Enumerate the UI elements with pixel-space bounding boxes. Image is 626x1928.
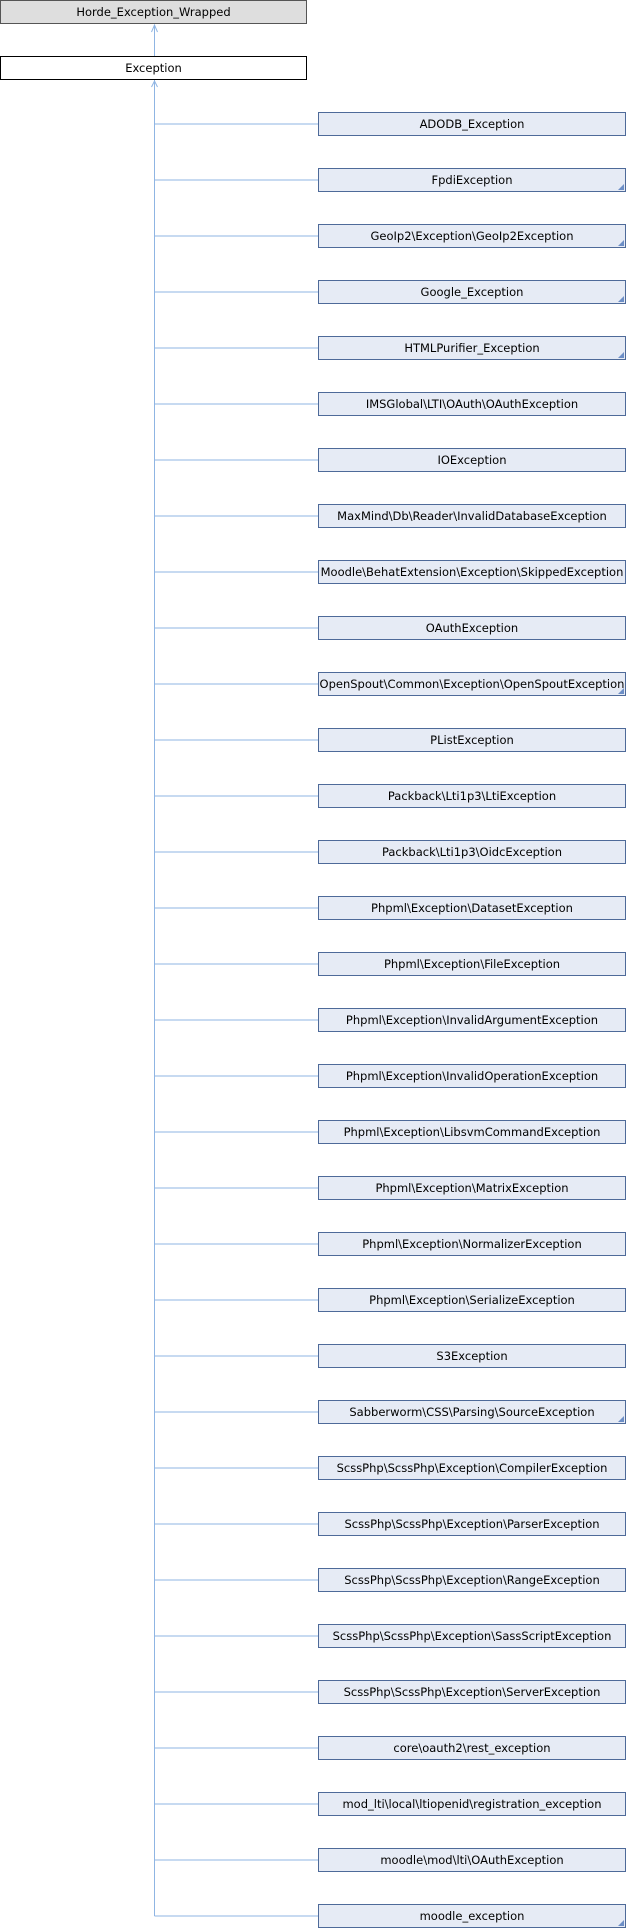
ancestor-class-box[interactable]: Horde_Exception_Wrapped	[0, 0, 307, 24]
derived-class-box[interactable]: MaxMind\Db\Reader\InvalidDatabaseExcepti…	[318, 504, 626, 528]
derived-class-box[interactable]: IOException	[318, 448, 626, 472]
derived-class-box[interactable]: FpdiException	[318, 168, 626, 192]
derived-class-box[interactable]: S3Exception	[318, 1344, 626, 1368]
derived-class-box[interactable]: Phpml\Exception\SerializeException	[318, 1288, 626, 1312]
derived-class-box[interactable]: OAuthException	[318, 616, 626, 640]
derived-class-box[interactable]: PListException	[318, 728, 626, 752]
derived-class-box[interactable]: Moodle\BehatExtension\Exception\SkippedE…	[318, 560, 626, 584]
ancestor-class-label: Horde_Exception_Wrapped	[76, 5, 231, 19]
derived-class-box[interactable]: mod_lti\local\ltiopenid\registration_exc…	[318, 1792, 626, 1816]
derived-class-label: Packback\Lti1p3\LtiException	[387, 789, 557, 803]
derived-class-box[interactable]: ADODB_Exception	[318, 112, 626, 136]
derived-class-label: Phpml\Exception\NormalizerException	[362, 1237, 582, 1251]
derived-class-label: HTMLPurifier_Exception	[404, 341, 540, 355]
derived-class-label: FpdiException	[431, 173, 513, 187]
derived-class-label: IOException	[437, 453, 507, 467]
derived-class-label: Phpml\Exception\SerializeException	[369, 1293, 575, 1307]
derived-class-box[interactable]: Packback\Lti1p3\OidcException	[318, 840, 626, 864]
derived-class-label: Sabberworm\CSS\Parsing\SourceException	[349, 1405, 595, 1419]
has-subclasses-icon	[618, 240, 624, 246]
derived-class-box[interactable]: Phpml\Exception\InvalidOperationExceptio…	[318, 1064, 626, 1088]
has-subclasses-icon	[618, 184, 624, 190]
derived-class-box[interactable]: Phpml\Exception\LibsvmCommandException	[318, 1120, 626, 1144]
derived-class-label: ADODB_Exception	[419, 117, 525, 131]
derived-class-label: PListException	[430, 733, 514, 747]
edge-arrowhead	[151, 23, 158, 33]
derived-class-label: MaxMind\Db\Reader\InvalidDatabaseExcepti…	[337, 509, 607, 523]
derived-class-label: core\oauth2\rest_exception	[393, 1741, 551, 1755]
derived-class-box[interactable]: ScssPhp\ScssPhp\Exception\ServerExceptio…	[318, 1680, 626, 1704]
derived-class-label: S3Exception	[436, 1349, 508, 1363]
derived-class-box[interactable]: OpenSpout\Common\Exception\OpenSpoutExce…	[318, 672, 626, 696]
derived-class-box[interactable]: core\oauth2\rest_exception	[318, 1736, 626, 1760]
derived-class-box[interactable]: ScssPhp\ScssPhp\Exception\SassScriptExce…	[318, 1624, 626, 1648]
derived-class-label: OpenSpout\Common\Exception\OpenSpoutExce…	[319, 677, 625, 691]
derived-class-box[interactable]: ScssPhp\ScssPhp\Exception\RangeException	[318, 1568, 626, 1592]
has-subclasses-icon	[618, 688, 624, 694]
derived-class-box[interactable]: Packback\Lti1p3\LtiException	[318, 784, 626, 808]
base-class-label: Exception	[125, 61, 182, 75]
derived-class-box[interactable]: moodle\mod\lti\OAuthException	[318, 1848, 626, 1872]
derived-class-box[interactable]: HTMLPurifier_Exception	[318, 336, 626, 360]
derived-class-box[interactable]: Sabberworm\CSS\Parsing\SourceException	[318, 1400, 626, 1424]
derived-class-label: Moodle\BehatExtension\Exception\SkippedE…	[320, 565, 624, 579]
derived-class-box[interactable]: Phpml\Exception\InvalidArgumentException	[318, 1008, 626, 1032]
derived-class-label: Phpml\Exception\InvalidArgumentException	[345, 1013, 599, 1027]
derived-class-label: IMSGlobal\LTI\OAuth\OAuthException	[365, 397, 579, 411]
derived-class-box[interactable]: ScssPhp\ScssPhp\Exception\CompilerExcept…	[318, 1456, 626, 1480]
derived-class-label: Phpml\Exception\LibsvmCommandException	[343, 1125, 601, 1139]
derived-class-box[interactable]: Google_Exception	[318, 280, 626, 304]
derived-class-label: OAuthException	[425, 621, 519, 635]
derived-class-label: ScssPhp\ScssPhp\Exception\SassScriptExce…	[332, 1629, 612, 1643]
derived-class-box[interactable]: Phpml\Exception\MatrixException	[318, 1176, 626, 1200]
derived-class-label: Phpml\Exception\FileException	[383, 957, 561, 971]
has-subclasses-icon	[618, 1920, 624, 1926]
derived-class-label: mod_lti\local\ltiopenid\registration_exc…	[342, 1797, 602, 1811]
derived-class-label: moodle\mod\lti\OAuthException	[380, 1853, 564, 1867]
derived-class-label: Phpml\Exception\InvalidOperationExceptio…	[345, 1069, 599, 1083]
derived-class-label: ScssPhp\ScssPhp\Exception\CompilerExcept…	[336, 1461, 608, 1475]
derived-class-box[interactable]: Phpml\Exception\DatasetException	[318, 896, 626, 920]
derived-class-label: Phpml\Exception\MatrixException	[375, 1181, 569, 1195]
has-subclasses-icon	[618, 352, 624, 358]
base-class-box[interactable]: Exception	[0, 56, 307, 80]
derived-class-label: ScssPhp\ScssPhp\Exception\ParserExceptio…	[344, 1517, 600, 1531]
derived-class-box[interactable]: Phpml\Exception\FileException	[318, 952, 626, 976]
derived-class-label: Google_Exception	[420, 285, 524, 299]
derived-class-label: Packback\Lti1p3\OidcException	[381, 845, 563, 859]
derived-class-box[interactable]: moodle_exception	[318, 1904, 626, 1928]
has-subclasses-icon	[618, 296, 624, 302]
derived-class-box[interactable]: GeoIp2\Exception\GeoIp2Exception	[318, 224, 626, 248]
derived-class-label: moodle_exception	[419, 1909, 525, 1923]
derived-class-label: ScssPhp\ScssPhp\Exception\RangeException	[344, 1573, 600, 1587]
derived-class-box[interactable]: Phpml\Exception\NormalizerException	[318, 1232, 626, 1256]
edge-arrowhead	[151, 79, 158, 88]
derived-class-box[interactable]: ScssPhp\ScssPhp\Exception\ParserExceptio…	[318, 1512, 626, 1536]
derived-class-box[interactable]: IMSGlobal\LTI\OAuth\OAuthException	[318, 392, 626, 416]
derived-class-label: Phpml\Exception\DatasetException	[371, 901, 573, 915]
derived-class-label: ScssPhp\ScssPhp\Exception\ServerExceptio…	[343, 1685, 601, 1699]
has-subclasses-icon	[618, 1416, 624, 1422]
derived-class-label: GeoIp2\Exception\GeoIp2Exception	[370, 229, 574, 243]
